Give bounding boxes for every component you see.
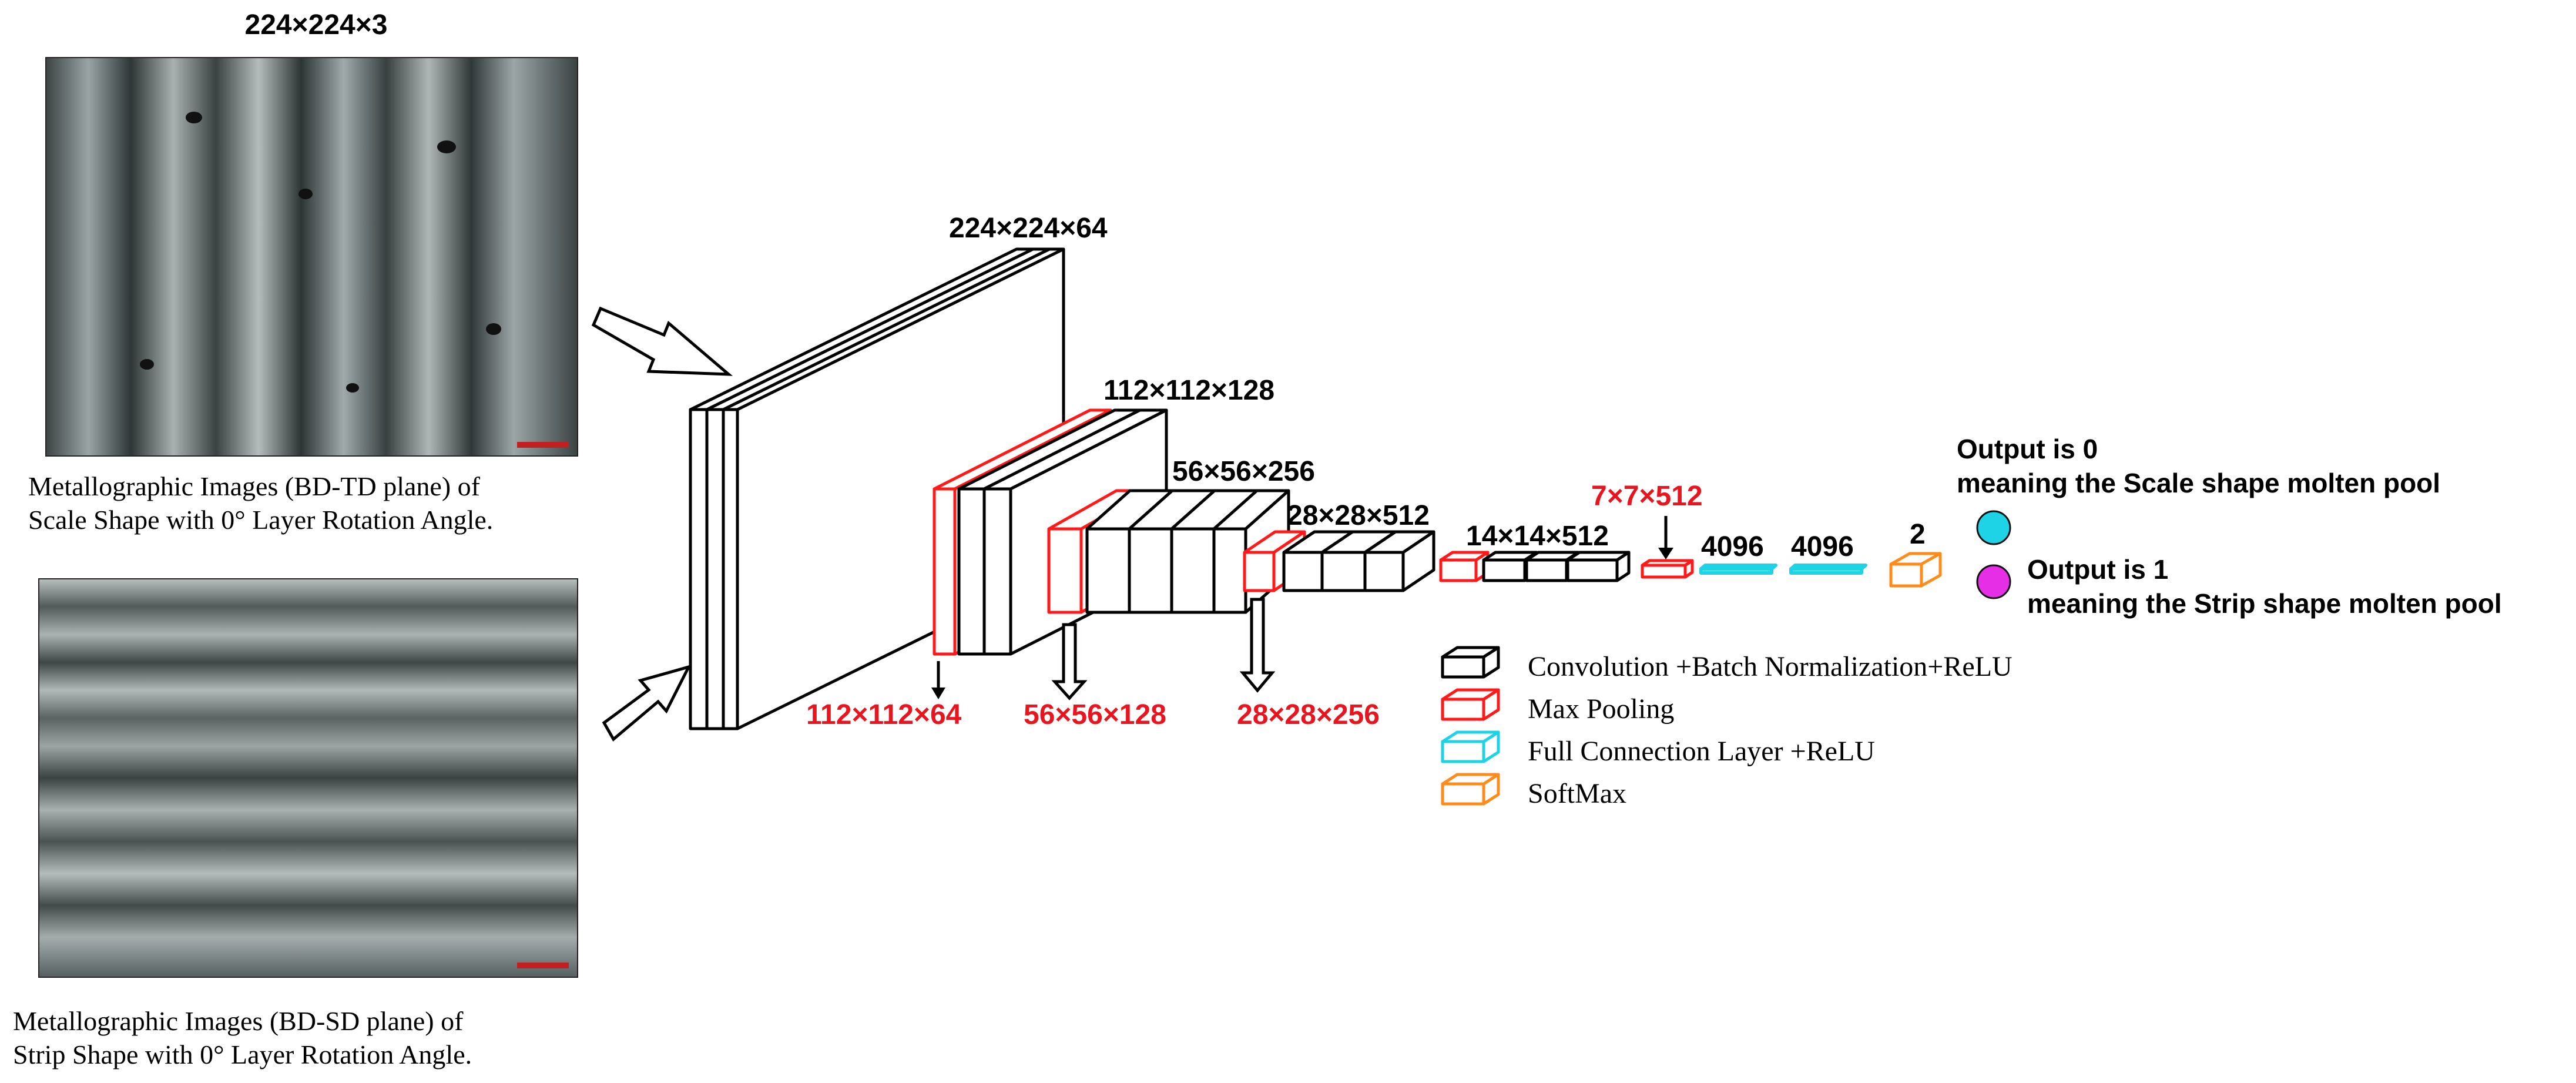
legend-pool-label: Max Pooling — [1528, 693, 1674, 725]
conv3-label: 56×56×256 — [1172, 456, 1315, 487]
pool3-down-arrow — [1239, 598, 1276, 693]
legend: Convolution +Batch Normalization+ReLU Ma… — [1441, 646, 2012, 809]
legend-fc-swatch — [1441, 730, 1500, 763]
conv5-block — [1482, 551, 1631, 582]
top-image-caption-line1: Metallographic Images (BD-TD plane) of — [28, 471, 481, 501]
legend-softmax-label: SoftMax — [1528, 778, 1626, 809]
legend-pool-swatch — [1441, 688, 1500, 721]
pool3-label: 28×28×256 — [1237, 699, 1380, 730]
pool5-slab — [1641, 559, 1694, 579]
conv5-label: 14×14×512 — [1466, 521, 1609, 552]
output0-circle-icon — [1976, 510, 2011, 545]
conv2-label: 112×112×128 — [1103, 375, 1274, 406]
fc1-label: 4096 — [1701, 531, 1764, 562]
legend-conv-swatch — [1441, 646, 1500, 679]
output1-circle-icon — [1976, 564, 2011, 599]
input-arrow-bottom — [602, 665, 692, 742]
conv4-block — [1282, 530, 1435, 592]
bottom-image-caption-line1: Metallographic Images (BD-SD plane) of — [13, 1006, 464, 1036]
top-image-caption-line2: Scale Shape with 0° Layer Rotation Angle… — [28, 505, 493, 535]
fc2-label: 4096 — [1791, 531, 1854, 562]
pool5-label: 7×7×512 — [1591, 481, 1703, 512]
legend-softmax-swatch — [1441, 773, 1500, 806]
scale-bar — [517, 963, 569, 968]
scale-shape-micrograph — [45, 57, 578, 457]
pool1-down-arrow — [931, 661, 945, 699]
conv1-label: 224×224×64 — [949, 213, 1108, 244]
scale-bar — [517, 442, 569, 448]
input-arrow-top — [591, 306, 733, 376]
input-size-label: 224×224×3 — [245, 9, 388, 41]
legend-fc-label: Full Connection Layer +ReLU — [1528, 736, 1875, 767]
softmax-block — [1889, 552, 1942, 588]
pool4-slab — [1439, 551, 1490, 582]
bottom-image-caption-line2: Strip Shape with 0° Layer Rotation Angle… — [13, 1040, 472, 1069]
output0-line2: meaning the Scale shape molten pool — [1957, 468, 2440, 498]
output0-line1: Output is 0 — [1957, 434, 2098, 464]
conv4-label: 28×28×512 — [1287, 500, 1430, 531]
pool1-label: 112×112×64 — [806, 699, 962, 730]
strip-shape-micrograph — [38, 578, 578, 978]
output1-line1: Output is 1 — [2027, 554, 2168, 585]
pool5-arrow — [1658, 516, 1673, 559]
softmax-label: 2 — [1910, 519, 1926, 550]
fc1-bar — [1699, 564, 1777, 575]
output1-line2: meaning the Strip shape molten pool — [2027, 588, 2502, 619]
pool2-label: 56×56×128 — [1024, 699, 1166, 730]
legend-conv-label: Convolution +Batch Normalization+ReLU — [1528, 651, 2012, 682]
pool2-down-arrow — [1051, 623, 1088, 700]
conv1-block — [689, 247, 1065, 730]
fc2-bar — [1789, 564, 1867, 575]
